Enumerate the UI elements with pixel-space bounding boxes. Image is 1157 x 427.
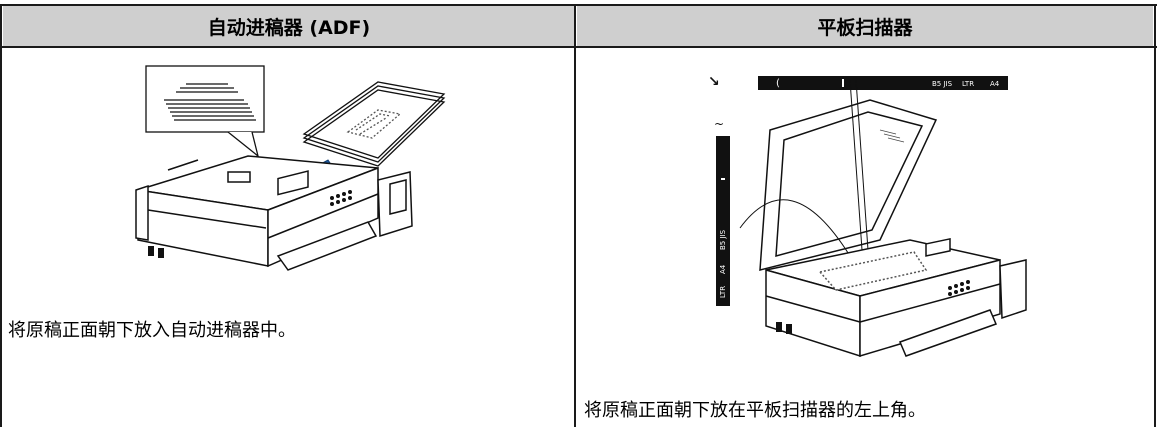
svg-text:↘: ↘ bbox=[708, 74, 720, 90]
side-label-ltr: LTR bbox=[719, 286, 727, 298]
header-adf: 自动进稿器 (ADF) bbox=[3, 6, 575, 46]
table-border-left bbox=[0, 4, 2, 427]
top-label-ltr: LTR bbox=[962, 80, 974, 88]
table-border-middle bbox=[574, 4, 576, 427]
document-callout bbox=[145, 65, 265, 158]
caption-flatbed: 将原稿正面朝下放在平板扫描器的左上角。 bbox=[584, 400, 926, 421]
header-flatbed: 平板扫描器 bbox=[577, 6, 1153, 46]
flatbed-printer-illustration: ↘ ( B5 JIS LTR A4 ~ B5 JIS A4 LTR bbox=[708, 74, 1027, 358]
svg-text:(: ( bbox=[776, 78, 780, 89]
side-label-b5: B5 JIS bbox=[719, 229, 727, 250]
svg-text:~: ~ bbox=[714, 117, 724, 131]
flatbed-printer-body bbox=[739, 79, 1027, 358]
adf-printer-illustration bbox=[135, 65, 446, 271]
printer-body bbox=[135, 155, 413, 271]
side-guide: ~ B5 JIS A4 LTR bbox=[714, 117, 730, 306]
table-border-top bbox=[0, 4, 1157, 6]
caption-adf: 将原稿正面朝下放入自动进稿器中。 bbox=[8, 320, 296, 341]
top-label-a4: A4 bbox=[990, 80, 1000, 88]
table-border-header-bottom bbox=[0, 46, 1157, 48]
table-border-right bbox=[1154, 4, 1156, 427]
top-label-b5: B5 JIS bbox=[932, 80, 953, 88]
side-label-a4: A4 bbox=[719, 264, 727, 274]
top-guide: ↘ ( B5 JIS LTR A4 bbox=[708, 74, 1008, 90]
paper-stack bbox=[302, 81, 446, 167]
